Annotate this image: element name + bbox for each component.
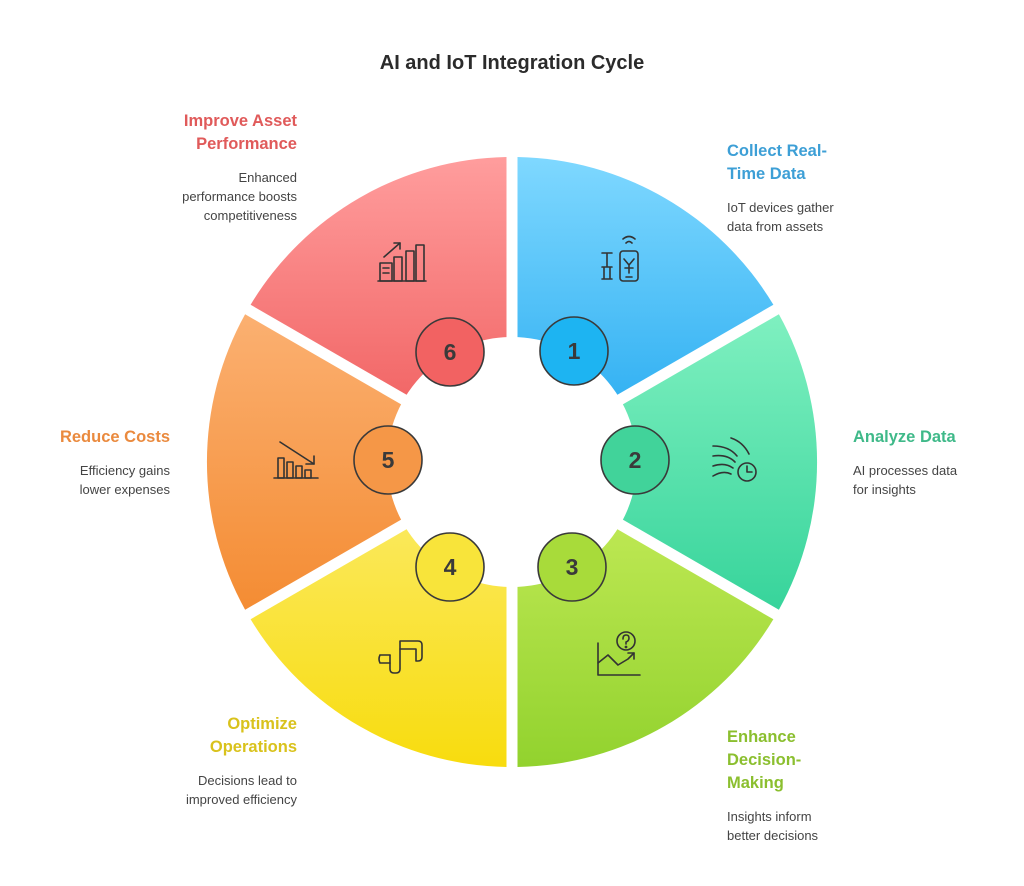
segment-5 [206, 314, 492, 610]
segment-2 [532, 314, 818, 610]
step-6-description-line: performance boosts [182, 189, 297, 204]
step-6-description-line: competitiveness [203, 208, 297, 223]
step-6-description: Enhanced performance boosts competitivenes… [182, 168, 297, 225]
iot-device-icon [601, 235, 639, 282]
step-3-description: Insights inform better decisions [727, 807, 818, 845]
step-5-heading-line: Reduce Costs [59, 428, 170, 446]
step-4-description-line: Decisions lead to [198, 773, 297, 788]
declining-bars-icon [273, 441, 319, 479]
pipe-flow-icon [378, 640, 423, 674]
step-2-number: 2 [629, 447, 642, 473]
step-2-description-line: AI processes data [853, 463, 958, 478]
step-4-number: 4 [444, 554, 457, 580]
step-2-description: AI processes data for insights [853, 461, 957, 499]
step-6-description-line: Enhanced [238, 170, 297, 185]
step-3-heading-line: Decision- [727, 751, 802, 769]
step-5-description-line: Efficiency gains [79, 463, 170, 478]
data-stream-clock-icon [712, 437, 757, 482]
step-4-heading-line: Operations [209, 738, 297, 756]
step-5-number: 5 [382, 447, 395, 473]
step-3-number: 3 [566, 554, 579, 580]
step-2-description-line: for insights [853, 482, 916, 497]
step-4-description: Decisions lead to improved efficiency [186, 771, 297, 809]
step-1-description-line: data from assets [727, 219, 824, 234]
step-6-heading-line: Performance [196, 135, 297, 153]
chart-question-icon [597, 631, 641, 676]
diagram-title: AI and IoT Integration Cycle [379, 52, 645, 74]
step-1-number: 1 [568, 338, 581, 364]
step-6-badge: 6 [415, 317, 485, 387]
step-1-heading: Collect Real- Time Data [727, 140, 827, 186]
step-5-heading: Reduce Costs [60, 426, 170, 449]
step-3-description-line: better decisions [727, 828, 819, 843]
step-2-heading-line: Analyze Data [853, 428, 956, 446]
step-1-heading-line: Time Data [727, 165, 806, 183]
step-4-description-line: improved efficiency [185, 792, 297, 807]
step-1-badge: 1 [539, 316, 609, 386]
step-3-description-line: Insights inform [727, 809, 812, 824]
step-6-number: 6 [444, 339, 457, 365]
step-1-heading-line: Collect Real- [727, 142, 827, 160]
step-2-heading: Analyze Data [853, 426, 956, 449]
center-hub [394, 344, 630, 580]
step-4-heading-line: Optimize [227, 715, 297, 733]
step-2-badge: 2 [600, 425, 670, 495]
step-1-description: IoT devices gather data from assets [727, 198, 834, 236]
step-5-badge: 5 [353, 425, 423, 495]
step-5-description-line: lower expenses [79, 482, 170, 497]
step-3-heading-line: Enhance [727, 728, 796, 746]
step-6-heading-line: Improve Asset [183, 112, 297, 130]
step-5-description: Efficiency gains lower expenses [80, 461, 170, 499]
step-3-heading-line: Making [727, 774, 784, 792]
step-4-badge: 4 [415, 532, 485, 602]
step-3-badge: 3 [537, 532, 607, 602]
step-1-description-line: IoT devices gather [727, 200, 834, 215]
growth-buildings-icon [377, 242, 427, 282]
